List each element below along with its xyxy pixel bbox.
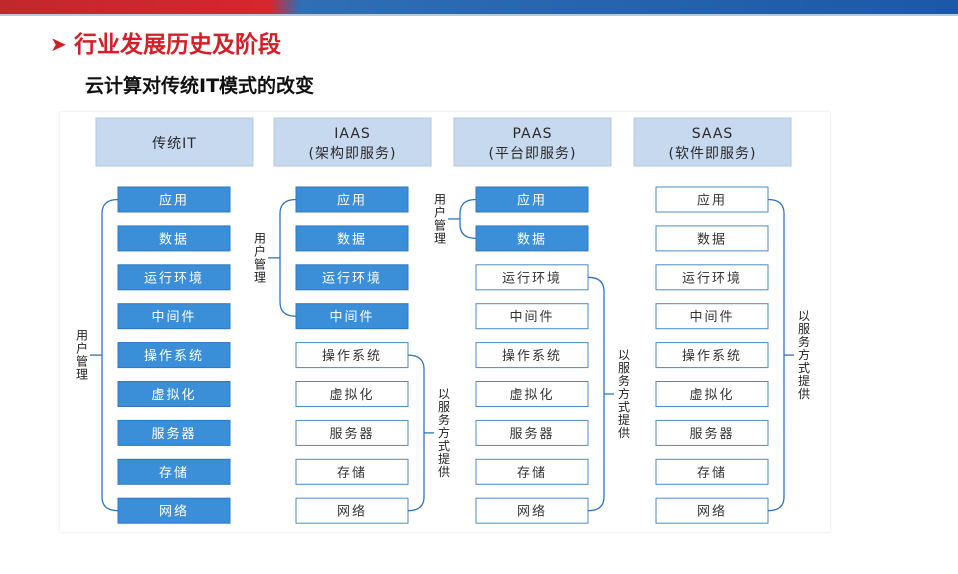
layer-box-traditional-it-1 bbox=[117, 225, 231, 252]
layer-box-saas-0 bbox=[655, 186, 769, 213]
layer-box-traditional-it-0 bbox=[117, 186, 231, 213]
column-header-traditional-it bbox=[95, 117, 254, 167]
layer-label-paas-8: 网络 bbox=[517, 504, 547, 520]
bracket-user-iaas bbox=[279, 198, 297, 317]
layer-box-traditional-it-2 bbox=[117, 264, 231, 291]
layer-box-traditional-it-6 bbox=[117, 419, 231, 446]
bracket-user-traditional-it bbox=[101, 198, 119, 512]
layer-label-iaas-5: 虚拟化 bbox=[329, 388, 374, 403]
layer-box-iaas-3 bbox=[295, 303, 409, 330]
layer-label-paas-6: 服务器 bbox=[509, 426, 554, 442]
layer-label-paas-5: 虚拟化 bbox=[509, 388, 554, 403]
layer-label-traditional-it-4: 操作系统 bbox=[144, 348, 204, 364]
layer-label-iaas-7: 存储 bbox=[337, 466, 367, 481]
layer-label-iaas-6: 服务器 bbox=[329, 426, 374, 442]
layer-box-paas-6 bbox=[475, 419, 589, 446]
layer-label-saas-8: 网络 bbox=[697, 504, 727, 520]
layer-box-saas-5 bbox=[655, 381, 769, 407]
layer-box-paas-4 bbox=[475, 342, 589, 369]
layer-label-traditional-it-1: 数据 bbox=[159, 232, 189, 247]
section-arrow-icon: ➤ bbox=[50, 32, 67, 56]
layer-label-traditional-it-8: 网络 bbox=[159, 504, 189, 520]
layer-box-paas-3 bbox=[475, 303, 589, 330]
column-header-subtitle-paas: (平台即服务) bbox=[489, 146, 577, 162]
layer-box-traditional-it-4 bbox=[117, 342, 231, 369]
service-provided-label-iaas: 以服务方式提供 bbox=[438, 387, 450, 479]
column-header-paas bbox=[453, 117, 612, 167]
service-provided-label-paas: 以服务方式提供 bbox=[618, 348, 630, 440]
layer-label-saas-2: 运行环境 bbox=[682, 271, 742, 286]
layer-box-saas-8 bbox=[655, 497, 769, 524]
layer-box-iaas-7 bbox=[295, 458, 409, 485]
layer-box-saas-4 bbox=[655, 342, 769, 369]
layer-label-traditional-it-0: 应用 bbox=[159, 193, 189, 209]
column-header-title-iaas: IAAS bbox=[334, 126, 371, 142]
layer-label-saas-3: 中间件 bbox=[689, 310, 734, 325]
layer-label-traditional-it-7: 存储 bbox=[159, 466, 189, 481]
layer-label-iaas-1: 数据 bbox=[337, 232, 367, 247]
layer-label-traditional-it-3: 中间件 bbox=[151, 310, 196, 325]
layer-box-traditional-it-5 bbox=[117, 381, 231, 407]
layer-box-paas-7 bbox=[475, 458, 589, 485]
column-header-title-traditional-it: 传统IT bbox=[152, 136, 197, 152]
section-title: 行业发展历史及阶段 bbox=[74, 32, 281, 58]
layer-label-iaas-3: 中间件 bbox=[329, 310, 374, 325]
layer-label-saas-7: 存储 bbox=[697, 466, 727, 481]
layer-label-paas-0: 应用 bbox=[517, 193, 547, 209]
layer-box-iaas-5 bbox=[295, 381, 409, 407]
bracket-service-saas bbox=[767, 198, 785, 512]
layer-box-saas-6 bbox=[655, 419, 769, 446]
layer-label-traditional-it-5: 虚拟化 bbox=[151, 388, 196, 403]
layer-label-paas-1: 数据 bbox=[517, 232, 547, 247]
top-accent-bar bbox=[0, 0, 958, 14]
layer-box-iaas-8 bbox=[295, 497, 409, 524]
layer-label-iaas-4: 操作系统 bbox=[322, 348, 382, 364]
layer-label-saas-4: 操作系统 bbox=[682, 348, 742, 364]
layer-label-iaas-8: 网络 bbox=[337, 504, 367, 520]
column-header-subtitle-saas: (软件即服务) bbox=[669, 146, 757, 162]
layer-label-saas-6: 服务器 bbox=[689, 426, 734, 442]
service-provided-label-saas: 以服务方式提供 bbox=[798, 309, 810, 401]
layer-label-traditional-it-6: 服务器 bbox=[151, 426, 196, 442]
layer-label-saas-1: 数据 bbox=[697, 232, 727, 247]
column-header-saas bbox=[633, 117, 792, 167]
layer-label-saas-5: 虚拟化 bbox=[689, 388, 734, 403]
layer-label-traditional-it-2: 运行环境 bbox=[144, 271, 204, 286]
layer-box-paas-0 bbox=[475, 186, 589, 213]
layer-label-saas-0: 应用 bbox=[697, 193, 727, 209]
layer-box-saas-3 bbox=[655, 303, 769, 330]
bracket-service-paas bbox=[587, 276, 605, 512]
layer-label-paas-7: 存储 bbox=[517, 466, 547, 481]
user-managed-label-paas: 用户管理 bbox=[434, 192, 446, 245]
diagram-subtitle: 云计算对传统IT模式的改变 bbox=[85, 75, 315, 97]
column-header-iaas bbox=[273, 117, 432, 167]
layer-box-iaas-6 bbox=[295, 419, 409, 446]
layer-box-traditional-it-7 bbox=[117, 458, 231, 485]
layer-box-paas-2 bbox=[475, 264, 589, 291]
user-managed-label-iaas: 用户管理 bbox=[254, 231, 266, 284]
layer-box-iaas-1 bbox=[295, 225, 409, 252]
layer-label-paas-3: 中间件 bbox=[509, 310, 554, 325]
layer-box-iaas-0 bbox=[295, 186, 409, 213]
layer-box-saas-2 bbox=[655, 264, 769, 291]
layer-label-iaas-0: 应用 bbox=[337, 193, 367, 209]
layer-box-iaas-2 bbox=[295, 264, 409, 291]
layer-box-saas-1 bbox=[655, 225, 769, 252]
layer-box-traditional-it-3 bbox=[117, 303, 231, 330]
layer-label-iaas-2: 运行环境 bbox=[322, 271, 382, 286]
column-header-subtitle-iaas: (架构即服务) bbox=[309, 146, 397, 162]
column-header-title-paas: PAAS bbox=[513, 126, 553, 142]
layer-label-paas-4: 操作系统 bbox=[502, 348, 562, 364]
layer-label-paas-2: 运行环境 bbox=[502, 271, 562, 286]
bracket-service-iaas bbox=[407, 354, 425, 512]
layer-box-paas-8 bbox=[475, 497, 589, 524]
column-header-title-saas: SAAS bbox=[692, 126, 734, 142]
layer-box-paas-5 bbox=[475, 381, 589, 407]
user-managed-label-traditional-it: 用户管理 bbox=[76, 329, 88, 382]
layer-box-saas-7 bbox=[655, 458, 769, 485]
bracket-user-paas bbox=[459, 198, 477, 240]
top-accent-line bbox=[0, 14, 958, 16]
